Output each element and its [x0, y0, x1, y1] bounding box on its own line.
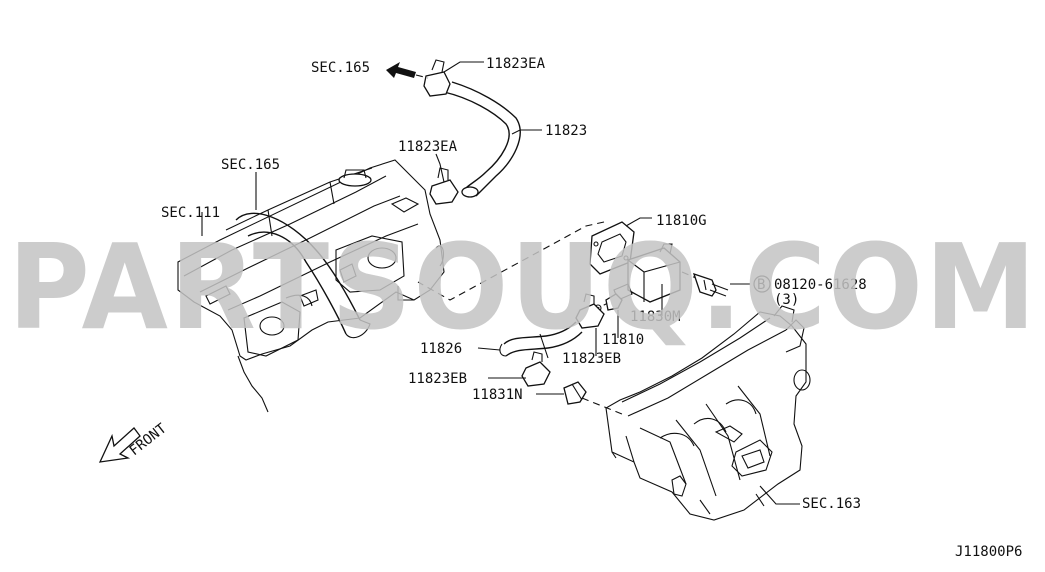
dashed-line-valve-to-manifold — [581, 397, 623, 415]
label-sec165-mid: SEC.165 — [221, 157, 280, 173]
direction-arrow-sec165 — [386, 62, 429, 79]
engine-head-drawing — [177, 159, 445, 413]
hose-clamp-11823eb-left — [521, 351, 551, 387]
label-11823eb-left: 11823EB — [408, 371, 467, 387]
label-11810g: 11810G — [656, 213, 707, 229]
connector-11831n — [563, 381, 587, 405]
label-11810: 11810 — [602, 332, 644, 348]
label-sec165-top: SEC.165 — [311, 60, 370, 76]
hose-clamp-mid — [429, 167, 459, 205]
bolt-badge: B — [757, 277, 765, 293]
front-arrow — [98, 427, 141, 463]
diagram-code: J11800P6 — [955, 544, 1022, 560]
bolt-badge-circle — [753, 275, 771, 293]
label-11823: 11823 — [545, 123, 587, 139]
label-11823eb-right: 11823EB — [562, 351, 621, 367]
label-sec163: SEC.163 — [802, 496, 861, 512]
hose-11826 — [499, 321, 583, 359]
label-bolt-qty: (3) — [774, 292, 799, 308]
label-11831n: 11831N — [472, 387, 523, 403]
label-11823ea-mid: 11823EA — [398, 139, 458, 155]
leader-lines — [201, 61, 800, 505]
hose-clamp-11823eb-right — [575, 293, 605, 329]
pcv-valve-body-11830m — [613, 243, 681, 303]
bolt-08120 — [692, 272, 729, 297]
label-bolt: 08120-61628 — [774, 277, 867, 293]
intake-manifold-drawing — [605, 305, 811, 521]
label-11823ea-top: 11823EA — [486, 56, 546, 72]
dashed-line-bolt — [681, 271, 697, 279]
watermark: PARTSOUQ.COM — [8, 218, 1038, 356]
label-11830m: 11830M — [630, 309, 681, 325]
label-11826: 11826 — [420, 341, 462, 357]
pcv-hose-11823 — [443, 81, 521, 198]
label-sec111: SEC.111 — [161, 205, 220, 221]
